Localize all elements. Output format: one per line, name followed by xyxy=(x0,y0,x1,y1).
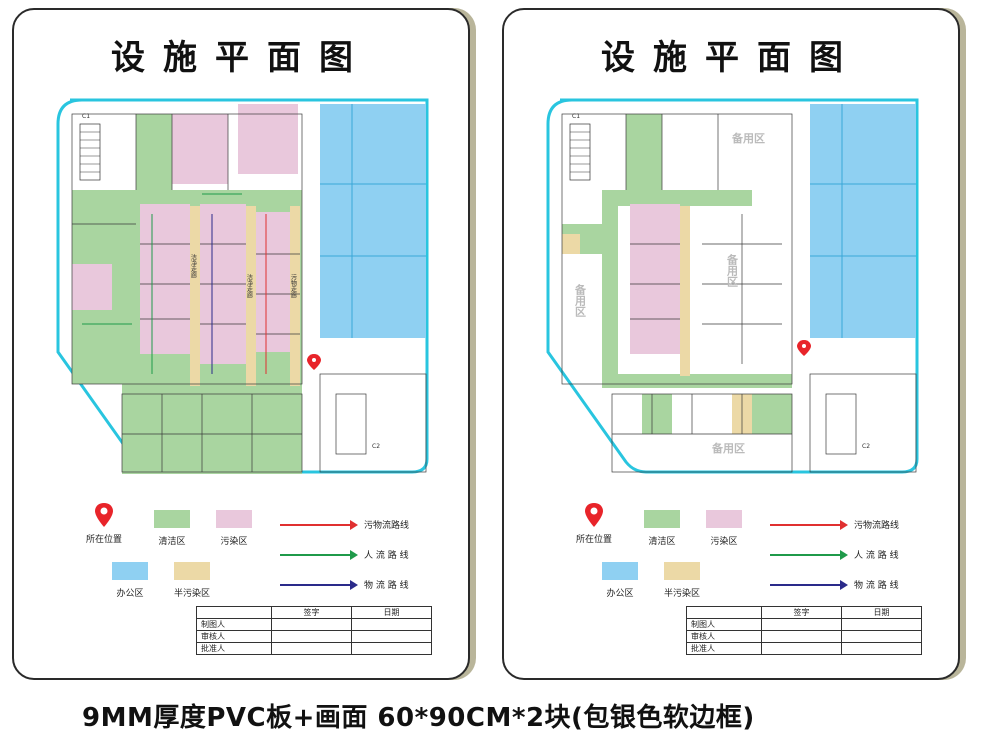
semi-swatch xyxy=(174,562,210,580)
floor-plan: C1 C2 备用区 备用区 备用区 备用区 xyxy=(546,98,919,474)
signature-table: 签字日期 制图人 审核人 批准人 xyxy=(196,606,432,655)
legend-office: 办公区 xyxy=(108,562,152,599)
office-swatch xyxy=(602,562,638,580)
corridor-label: 洁净走廊 xyxy=(190,253,197,279)
legend-clean: 清洁区 xyxy=(150,510,194,547)
legend-clean: 清洁区 xyxy=(640,510,684,547)
location-pin-icon xyxy=(95,503,113,527)
board-title: 设施平面图 xyxy=(601,38,861,78)
location-pin-icon xyxy=(797,340,811,356)
signature-table: 签字日期 制图人 审核人 批准人 xyxy=(686,606,922,655)
office-swatch xyxy=(112,562,148,580)
legend-location: 所在位置 xyxy=(82,502,126,545)
date-cell[interactable] xyxy=(841,630,922,643)
date-cell[interactable] xyxy=(351,630,432,643)
date-cell[interactable] xyxy=(841,642,922,655)
spare-area-label: 备用区 xyxy=(711,441,745,455)
legend-contaminated: 污染区 xyxy=(702,510,746,547)
floor-plan: C1 C2 洁净走廊 洁净走廊 污物走廊 xyxy=(56,98,429,474)
legend-semi: 半污染区 xyxy=(660,562,704,599)
corridor-label: 污物走廊 xyxy=(290,273,297,299)
location-pin-icon xyxy=(585,503,603,527)
arrow-right-icon xyxy=(280,520,358,530)
legend: 所在位置 清洁区 污染区 办公区 半污染区 污物流路线 人 流 路 线 物 流 xyxy=(544,496,924,606)
corridor-label: 洁净走廊 xyxy=(246,273,253,299)
location-pin-icon xyxy=(307,354,321,370)
stair-label-c2: C2 xyxy=(372,443,380,450)
legend-location: 所在位置 xyxy=(572,502,616,545)
sign-cell[interactable] xyxy=(761,630,842,643)
board-title: 设施平面图 xyxy=(111,38,371,78)
contaminated-swatch xyxy=(216,510,252,528)
arrow-right-icon xyxy=(770,520,848,530)
semi-swatch xyxy=(664,562,700,580)
spare-area-label: 备用区 xyxy=(726,253,740,288)
arrow-right-icon xyxy=(280,580,358,590)
legend: 所在位置 清洁区 污染区 办公区 半污染区 污物流路线 人 流 路 线 物 流 xyxy=(54,496,434,606)
board-right: 设施平面图 xyxy=(502,8,960,680)
legend-office: 办公区 xyxy=(598,562,642,599)
sign-cell[interactable] xyxy=(271,618,352,631)
date-cell[interactable] xyxy=(841,618,922,631)
product-caption: 9MM厚度PVC板+画面 60*90CM*2块(包银色软边框) xyxy=(82,703,755,733)
spare-area-label: 备用区 xyxy=(574,283,588,318)
legend-contaminated: 污染区 xyxy=(212,510,256,547)
arrow-right-icon xyxy=(770,550,848,560)
clean-swatch xyxy=(644,510,680,528)
date-cell[interactable] xyxy=(351,618,432,631)
arrow-right-icon xyxy=(280,550,358,560)
legend-semi: 半污染区 xyxy=(170,562,214,599)
stair-label-c1: C1 xyxy=(572,113,580,120)
sign-cell[interactable] xyxy=(761,642,842,655)
stair-label-c2: C2 xyxy=(862,443,870,450)
spare-area-label: 备用区 xyxy=(731,131,765,145)
arrow-right-icon xyxy=(770,580,848,590)
contaminated-swatch xyxy=(706,510,742,528)
sign-cell[interactable] xyxy=(761,618,842,631)
sign-cell[interactable] xyxy=(271,642,352,655)
date-cell[interactable] xyxy=(351,642,432,655)
sign-cell[interactable] xyxy=(271,630,352,643)
stair-label-c1: C1 xyxy=(82,113,90,120)
board-left: 设施平面图 xyxy=(12,8,470,680)
clean-swatch xyxy=(154,510,190,528)
